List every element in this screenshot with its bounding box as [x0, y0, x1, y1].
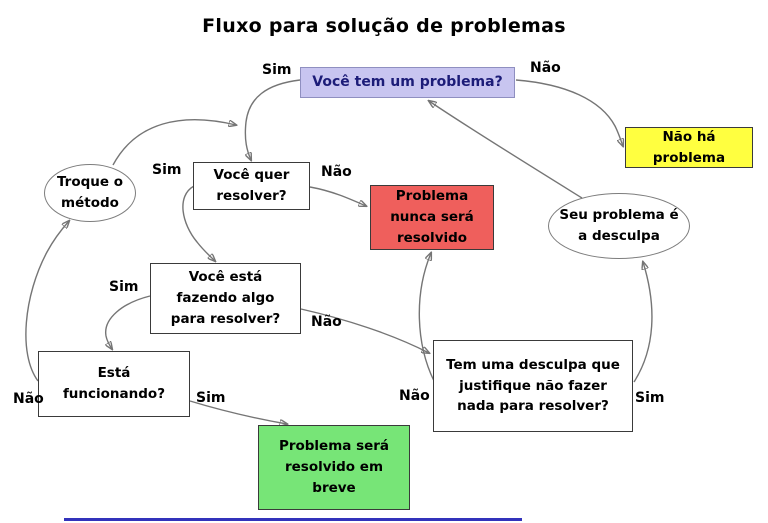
node-never-solved: Problema nunca será resolvido [370, 185, 494, 250]
node-no-problem: Não há problema [625, 127, 753, 168]
node-no-problem-line: Não há [662, 128, 716, 145]
edge-doing-sim [106, 295, 151, 349]
edge-start-sim [244, 79, 301, 160]
edge-label-start-sim: Sim [262, 62, 292, 78]
node-start-line: Você tem um problema? [312, 73, 503, 90]
node-doing-something-line: Você está [188, 269, 263, 286]
node-change-method: Troque o método [44, 164, 136, 222]
node-excuse-is-problem-line: a desculpa [578, 228, 660, 244]
node-working-line: Está [97, 365, 131, 382]
node-change-method-line: Troque o [56, 174, 124, 191]
node-solved-soon-line: Problema será [278, 438, 390, 455]
node-no-problem-line: problema [652, 149, 726, 166]
node-doing-something-line: fazendo algo [176, 290, 275, 307]
node-want-solve-line: resolver? [216, 188, 287, 204]
edge-excuse-nao [418, 253, 435, 382]
node-solved-soon: Problema será resolvido em breve [258, 425, 410, 510]
node-never-solved-line: resolvido [396, 229, 468, 246]
node-want-solve: Você quer resolver? [193, 162, 310, 210]
node-solved-soon-line: resolvido em [284, 459, 384, 476]
edge-label-excuse-nao: Não [399, 388, 430, 404]
edge-label-working-nao: Não [13, 391, 44, 407]
edge-label-excuse-sim: Sim [635, 390, 665, 406]
node-have-excuse-line: Tem uma desculpa que [446, 356, 620, 373]
edge-working-nao [25, 221, 69, 382]
node-never-solved-line: nunca será [390, 209, 474, 226]
edge-start-nao [515, 79, 623, 146]
edge-label-doing-nao: Não [311, 314, 342, 330]
edge-excuse-loop-start [429, 101, 583, 199]
edge-label-working-sim: Sim [196, 390, 226, 406]
bottom-border-line [64, 518, 522, 521]
edge-working-sim [189, 400, 287, 424]
node-working-line: funcionando? [62, 386, 166, 402]
edge-label-doing-sim: Sim [109, 279, 139, 295]
edge-label-want-sim: Sim [152, 162, 182, 178]
node-excuse-is-problem: Seu problema é a desculpa [548, 193, 690, 259]
node-start: Você tem um problema? [300, 67, 515, 98]
node-never-solved-line: Problema [395, 188, 469, 205]
page-title: Fluxo para solução de problemas [202, 15, 566, 37]
edge-want-sim [182, 185, 215, 261]
node-doing-something: Você está fazendo algo para resolver? [150, 263, 301, 334]
node-working: Está funcionando? [38, 351, 190, 417]
edge-change-method-loop [112, 119, 236, 166]
node-excuse-is-problem-line: Seu problema é [559, 207, 679, 224]
node-change-method-line: método [61, 195, 119, 211]
node-solved-soon-line: breve [312, 479, 356, 496]
node-have-excuse: Tem uma desculpa que justifique não faze… [433, 340, 633, 432]
node-want-solve-line: Você quer [213, 167, 290, 184]
edge-doing-nao [300, 308, 429, 353]
node-have-excuse-line: justifique não fazer [459, 377, 607, 394]
edge-label-start-nao: Não [530, 60, 561, 76]
edge-excuse-sim [633, 262, 653, 383]
node-have-excuse-line: nada para resolver? [457, 398, 609, 415]
edge-label-want-nao: Não [321, 164, 352, 180]
node-doing-something-line: para resolver? [170, 310, 281, 327]
edge-want-nao [309, 186, 366, 206]
